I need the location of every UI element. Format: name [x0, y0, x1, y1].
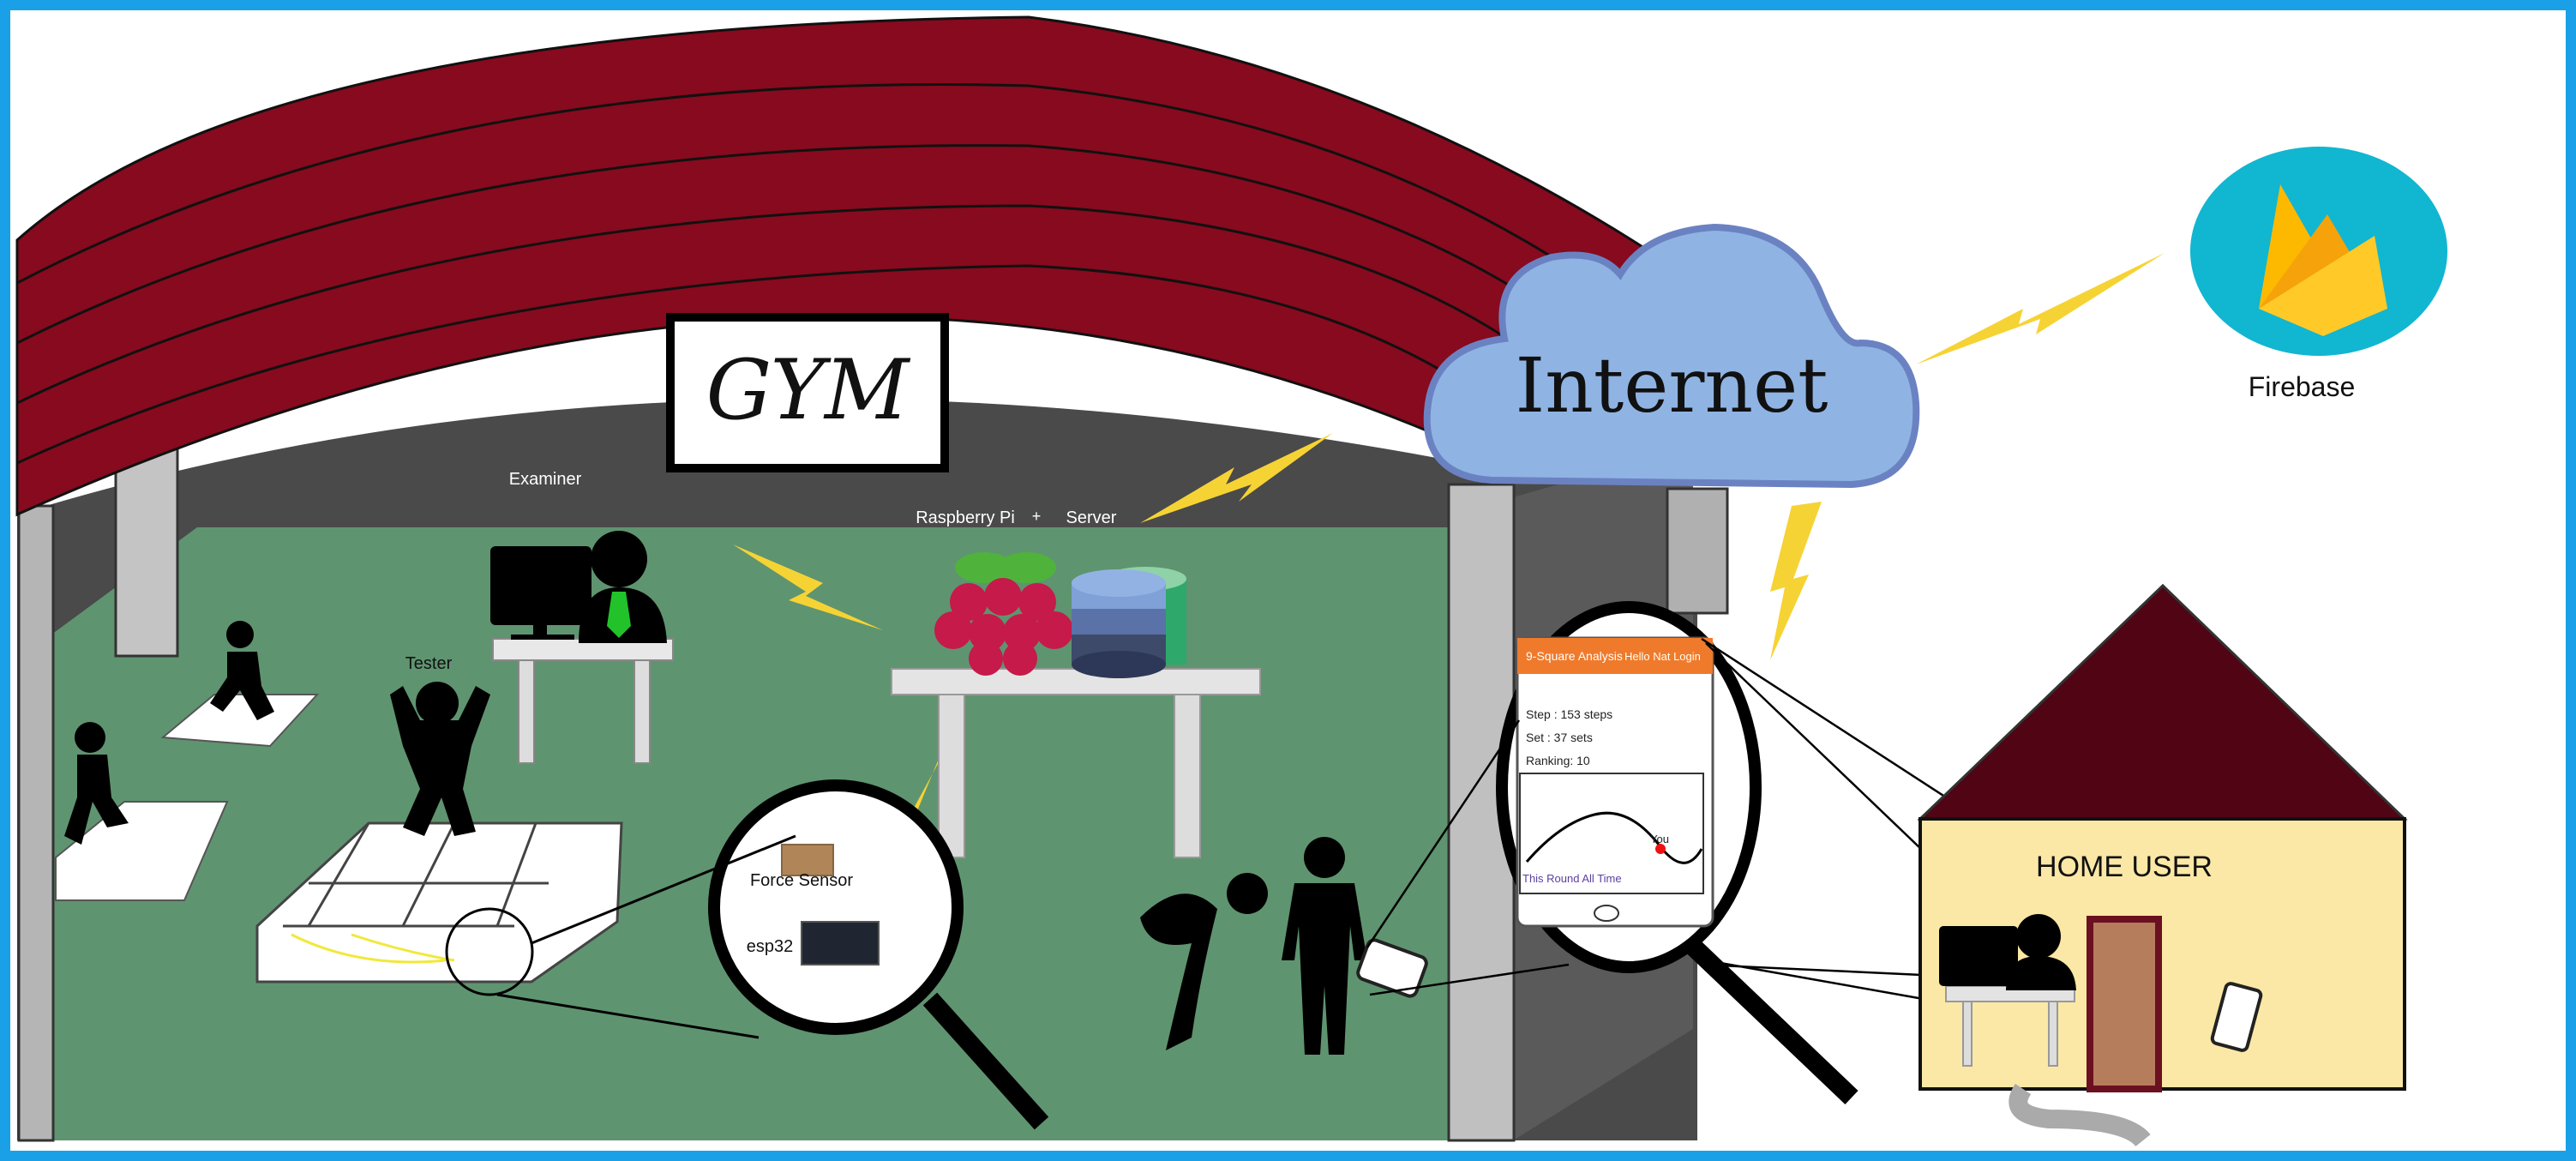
person-icon	[2016, 914, 2061, 959]
back-pillar	[114, 444, 179, 658]
app-header	[1517, 638, 1713, 674]
left-pillar	[17, 504, 55, 1142]
app-chart	[1519, 773, 1704, 894]
force-sensor-label: Force Sensor	[750, 871, 853, 890]
firebase-icon	[2190, 147, 2447, 356]
examiner-station	[490, 531, 674, 764]
phone-magnifier	[1496, 601, 1858, 1104]
door	[2087, 916, 2162, 1092]
smartphone-icon	[1356, 938, 1428, 998]
home-user-label: HOME USER	[2036, 851, 2213, 883]
internet-label: Internet	[1515, 341, 1828, 430]
lightning-icon	[733, 253, 2165, 892]
app-title: 9-Square Analysis	[1526, 649, 1623, 663]
person-icon	[64, 621, 2340, 1076]
sensor-mat-small	[55, 694, 320, 901]
raspberry-pi-label: Raspberry Pi	[916, 508, 1015, 527]
app-you-label: You	[1650, 833, 1669, 845]
sensor-mat-large	[255, 821, 623, 996]
esp32-label: esp32	[747, 937, 794, 956]
tester-label: Tester	[405, 654, 453, 673]
home-station	[1939, 914, 2076, 1067]
gym-sign-text: GYM	[706, 342, 911, 438]
app-tabs: This Round All Time	[1522, 872, 1622, 885]
server-station	[891, 552, 1261, 858]
smartphone-icon	[2210, 982, 2263, 1052]
computer-icon	[490, 546, 591, 640]
home-button	[1594, 905, 1619, 922]
firebase-label: Firebase	[2249, 371, 2356, 402]
plus-label: +	[1032, 508, 1042, 525]
app-step: Step : 153 steps	[1526, 707, 1612, 721]
person-icon	[579, 531, 667, 643]
house-icon	[1917, 583, 2408, 1147]
app-set: Set : 37 sets	[1526, 731, 1593, 744]
raspberry-pi-icon	[934, 552, 1073, 676]
cloud-icon	[1423, 223, 1920, 489]
examiner-label: Examiner	[509, 470, 582, 489]
app-user: Hello Nat Login	[1624, 650, 1701, 663]
gym-sign	[666, 313, 949, 472]
app-ranking: Ranking: 10	[1526, 754, 1590, 767]
server-label: Server	[1066, 508, 1117, 527]
magnifier-icon	[708, 779, 1049, 1130]
database-icon	[1072, 567, 1186, 678]
right-back-pillar	[1666, 487, 1729, 615]
computer-icon	[1939, 926, 2018, 986]
